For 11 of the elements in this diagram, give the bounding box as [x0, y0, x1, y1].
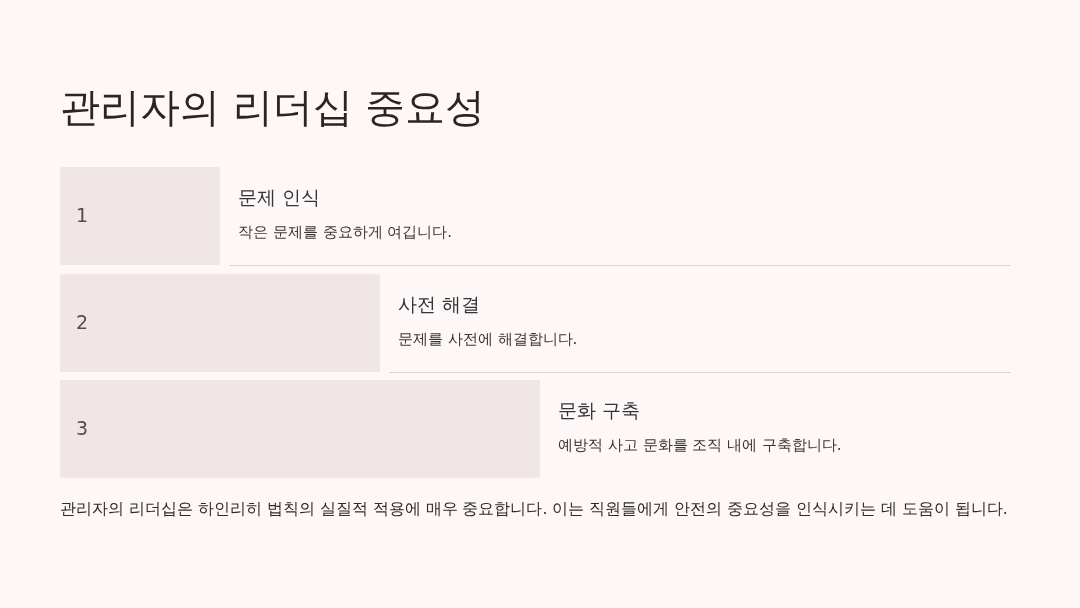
title-text: 관리자의 리더십 중요성 [60, 83, 486, 132]
step-heading: 문제 인식 [238, 185, 321, 209]
step-number: 3 [76, 416, 89, 440]
step-number: 1 [76, 203, 89, 227]
caption-text: 관리자의 리더십은 하인리히 법칙의 실질적 적용에 매우 중요합니다. 이는 직원들에게 안전의 중요성을 인식시키는 데 도움이 됩니다. [60, 499, 1008, 520]
step-description: 문제를 사전에 해결합니다. [398, 329, 578, 349]
step-heading: 문화 구축 [558, 398, 641, 422]
step-heading: 사전 해결 [398, 292, 481, 316]
step-number: 2 [76, 310, 89, 334]
step-description: 작은 문제를 중요하게 여깁니다. [238, 222, 453, 242]
step-description: 예방적 사고 문화를 조직 내에 구축합니다. [558, 435, 842, 455]
